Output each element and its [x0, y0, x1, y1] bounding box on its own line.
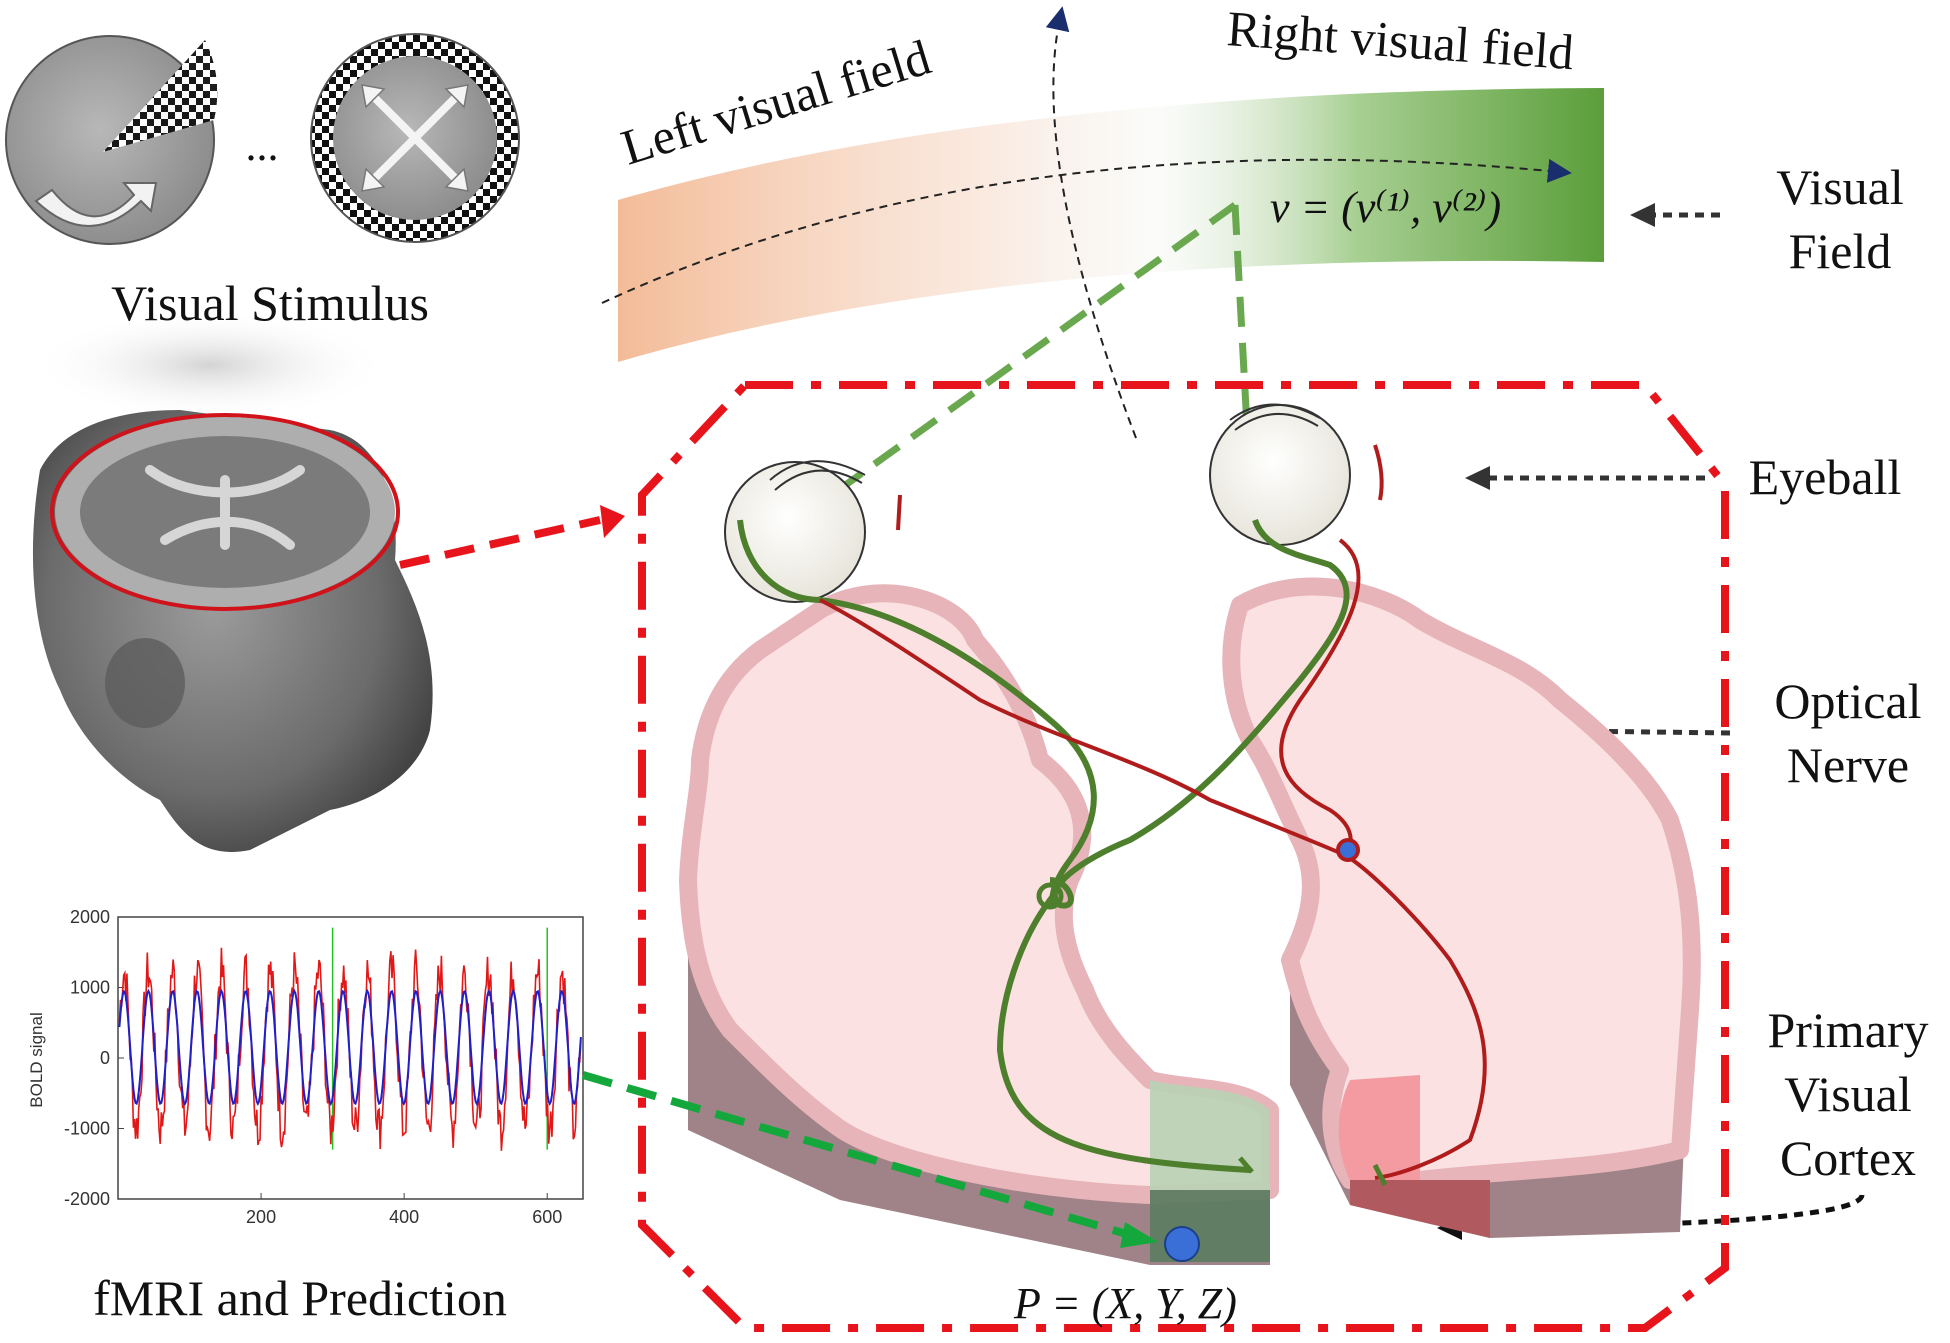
right-v1-side — [1350, 1180, 1490, 1238]
optical-nerve-label-line1: Optical — [1774, 673, 1921, 729]
y-axis-label: BOLD signal — [27, 1012, 46, 1107]
signal-to-voxel-dash — [581, 1071, 1132, 1239]
y-tick-label: -1000 — [64, 1119, 110, 1139]
eyeball-arrow-icon — [1465, 466, 1490, 490]
slice-to-frame-dash — [399, 516, 601, 569]
right-lgn-icon — [1336, 838, 1360, 862]
visual-field-arc — [618, 88, 1604, 362]
horizontal-meridian-arrow — [601, 158, 1572, 304]
ear-shape — [105, 638, 185, 728]
red-optic-pathway-left — [819, 598, 1346, 857]
right-v1-region — [1338, 1075, 1420, 1180]
x-tick-label: 200 — [246, 1207, 276, 1227]
v-formula: v = (v⁽¹⁾, v⁽²⁾) — [1270, 183, 1501, 232]
y-tick-label: -2000 — [64, 1189, 110, 1209]
primary-cortex-label-line1: Primary — [1767, 1002, 1928, 1058]
primary-cortex-label-line2: Visual — [1784, 1066, 1912, 1122]
visual-field-label-line2: Field — [1789, 223, 1892, 279]
ring-stimulus-disc — [310, 33, 520, 243]
rotate-arrow-icon — [34, 182, 158, 227]
bold-signal-chart: 2000 1000 0 -1000 -2000 200 400 600 BOLD signal — [27, 907, 584, 1227]
wedge-stimulus-disc — [5, 35, 218, 245]
left-lgn-icon — [1036, 882, 1064, 910]
brain-slice: P = (X, Y, Z) — [679, 403, 1701, 1328]
right-visual-field-label: Right visual field — [1225, 0, 1575, 80]
right-eyeball — [1209, 403, 1384, 546]
y-tick-label: 0 — [100, 1048, 110, 1068]
vertical-meridian-arrow — [1045, 6, 1137, 439]
visual-field-arrow-icon — [1630, 203, 1655, 227]
optical-nerve-label-line2: Nerve — [1787, 737, 1909, 793]
visual-stimulus-label: Visual Stimulus — [111, 275, 429, 331]
voxel-point-icon — [1164, 1226, 1200, 1262]
mri-head-render — [32, 410, 433, 852]
eyeball-label: Eyeball — [1749, 449, 1902, 505]
visual-stimulus-panel: ... Visual Stimulus — [5, 33, 520, 420]
x-tick-label: 600 — [532, 1207, 562, 1227]
series-predicted-line — [118, 988, 582, 1107]
slice-to-frame-arrow-icon — [600, 505, 625, 538]
signal-to-voxel-arrow-icon — [1120, 1222, 1158, 1248]
stimulus-ellipsis: ... — [246, 121, 279, 170]
stimulus-shadow — [30, 310, 390, 420]
green-optic-pathway-left — [737, 519, 1251, 1173]
left-eyeball — [724, 460, 902, 603]
series-measured-line — [118, 947, 582, 1151]
p-formula: P = (X, Y, Z) — [1013, 1279, 1237, 1328]
y-tick-label: 2000 — [70, 907, 110, 927]
expand-arrows-icon — [367, 90, 463, 186]
zoom-frame — [638, 381, 1729, 1332]
slice-outline — [50, 413, 400, 611]
y-tick-label: 1000 — [70, 978, 110, 998]
primary-cortex-label-line3: Cortex — [1780, 1130, 1916, 1186]
x-tick-label: 400 — [389, 1207, 419, 1227]
fmri-prediction-label: fMRI and Prediction — [93, 1270, 507, 1326]
right-eye-projection-dash — [1231, 204, 1256, 521]
visual-field-label-line1: Visual — [1776, 159, 1904, 215]
visual-field-band: Left visual field Right visual field v =… — [601, 0, 1604, 548]
